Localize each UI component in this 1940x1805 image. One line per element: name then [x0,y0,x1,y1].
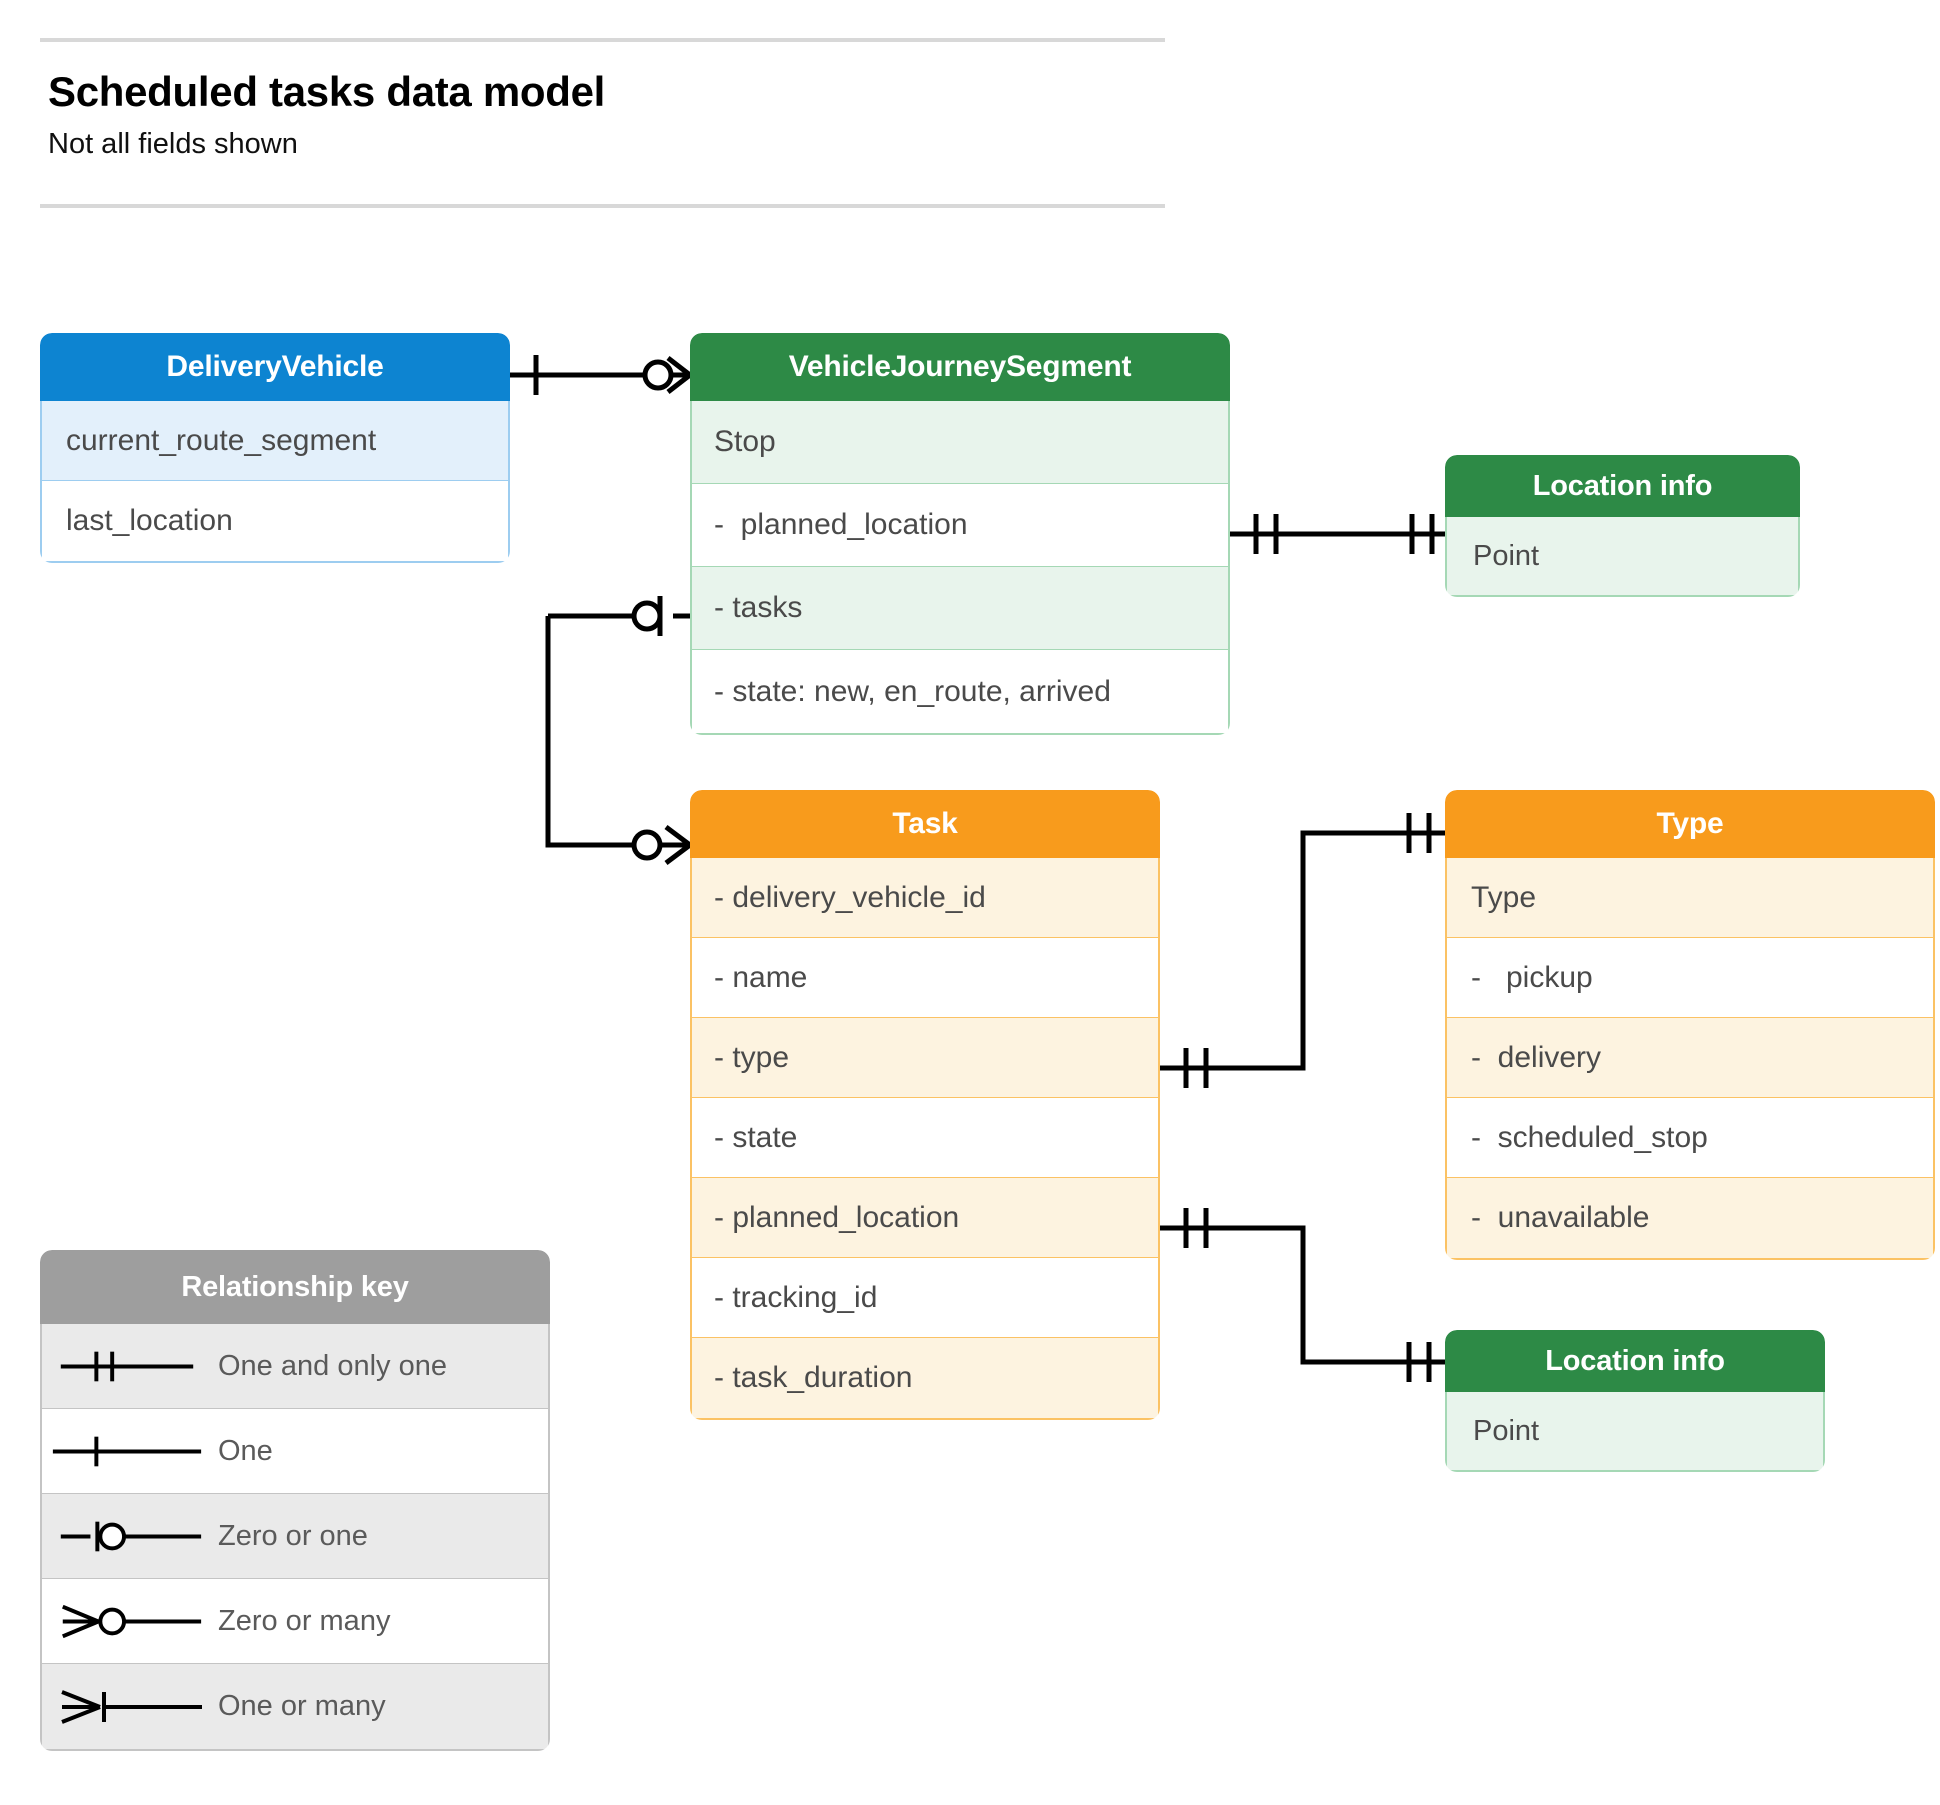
entity-title-location-info-top: Location info [1445,455,1800,517]
zero-or-many-icon [42,1579,212,1663]
entity-fields-location-info-top: Point [1445,517,1800,597]
entity-title-vehicle-journey-segment: VehicleJourneySegment [690,333,1230,401]
entity-delivery-vehicle[interactable]: DeliveryVehicle current_route_segment la… [40,333,510,563]
field-label: - planned_location [714,508,968,541]
field-row[interactable]: - pickup [1447,938,1933,1018]
legend-items: One and only one One [40,1324,550,1751]
field-row[interactable]: - unavailable [1447,1178,1933,1258]
field-label: Type [1471,880,1537,914]
entity-fields-vehicle-journey-segment: Stop - planned_location - tasks - state:… [690,401,1230,735]
bottom-divider [40,204,1165,208]
one-or-many-icon [42,1664,212,1749]
field-label: - planned_location [714,1200,960,1234]
field-row[interactable]: - scheduled_stop [1447,1098,1933,1178]
field-row[interactable]: current_route_segment [42,401,508,481]
entity-vehicle-journey-segment[interactable]: VehicleJourneySegment Stop - planned_loc… [690,333,1230,735]
field-row[interactable]: - delivery_vehicle_id [692,858,1158,938]
entity-title-task: Task [690,790,1160,858]
field-label: current_route_segment [66,423,377,457]
field-label: last_location [66,504,233,537]
entity-fields-task: - delivery_vehicle_id - name - type - st… [690,858,1160,1420]
field-row[interactable]: - tracking_id [692,1258,1158,1338]
legend-title: Relationship key [40,1250,550,1324]
legend-item: Zero or one [42,1494,548,1579]
field-row[interactable]: - task_duration [692,1338,1158,1418]
field-label: Stop [714,425,776,458]
connector-vjs-tasks-task [545,596,692,865]
entity-type[interactable]: Type Type - pickup - delivery - schedule… [1445,790,1935,1260]
field-row[interactable]: Stop [692,401,1228,484]
field-row[interactable]: Point [1447,1392,1823,1470]
entity-title-location-info-bottom: Location info [1445,1330,1825,1392]
legend-relationship-key: Relationship key One and only one [40,1250,550,1751]
entity-fields-type: Type - pickup - delivery - scheduled_sto… [1445,858,1935,1260]
field-row[interactable]: Point [1447,517,1798,595]
field-label: - delivery_vehicle_id [714,880,986,914]
one-icon [42,1409,212,1493]
connector-deliveryvehicle-vehiclejourneysegment [510,355,692,395]
field-row[interactable]: - state: new, en_route, arrived [692,650,1228,733]
field-label: Point [1473,1414,1540,1447]
field-label: - name [714,960,808,994]
entity-title-delivery-vehicle: DeliveryVehicle [40,333,510,401]
field-row[interactable]: - name [692,938,1158,1018]
field-label: - tracking_id [714,1280,878,1314]
field-label: - scheduled_stop [1471,1120,1708,1154]
field-label: - type [714,1040,790,1074]
entity-fields-delivery-vehicle: current_route_segment last_location [40,401,510,563]
field-row[interactable]: - planned_location [692,484,1228,567]
field-row[interactable]: - tasks [692,567,1228,650]
legend-label: One [218,1434,273,1467]
connector-vjs-plannedlocation-locationinfo [1230,514,1445,554]
entity-title-type: Type [1445,790,1935,858]
field-label: - state [714,1120,798,1154]
entity-location-info-bottom[interactable]: Location info Point [1445,1330,1825,1472]
field-row[interactable]: - delivery [1447,1018,1933,1098]
top-divider [40,38,1165,42]
field-row[interactable]: last_location [42,481,508,561]
page-subtitle: Not all fields shown [48,128,298,160]
field-label: - tasks [714,591,803,624]
connector-task-plannedlocation-locationinfo [1160,1208,1445,1382]
legend-label: Zero or one [218,1519,368,1552]
field-label: - state: new, en_route, arrived [714,674,1111,708]
legend-label: One and only one [218,1349,447,1382]
legend-label: Zero or many [218,1604,391,1637]
field-row[interactable]: - type [692,1018,1158,1098]
zero-or-one-icon [42,1494,212,1578]
legend-label: One or many [218,1690,386,1722]
field-label: - delivery [1471,1040,1602,1074]
field-label: Point [1473,539,1540,572]
one-and-only-one-icon [42,1324,212,1408]
field-label: - pickup [1471,960,1593,994]
legend-item: One and only one [42,1324,548,1409]
field-label: - task_duration [714,1361,913,1394]
field-row[interactable]: - planned_location [692,1178,1158,1258]
legend-item: Zero or many [42,1579,548,1664]
entity-location-info-top[interactable]: Location info Point [1445,455,1800,597]
page-title: Scheduled tasks data model [48,68,606,115]
field-row[interactable]: Type [1447,858,1933,938]
entity-task[interactable]: Task - delivery_vehicle_id - name - type… [690,790,1160,1420]
field-label: - unavailable [1471,1201,1650,1234]
legend-item: One or many [42,1664,548,1749]
connector-task-type-type [1160,813,1445,1088]
legend-item: One [42,1409,548,1494]
entity-fields-location-info-bottom: Point [1445,1392,1825,1472]
field-row[interactable]: - state [692,1098,1158,1178]
